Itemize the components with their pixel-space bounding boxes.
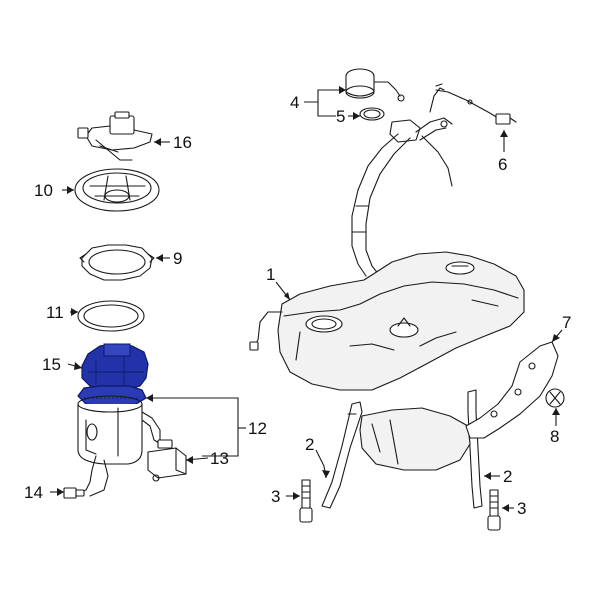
callout-16: 16: [173, 133, 192, 152]
callout-2-right: 2: [503, 467, 512, 486]
callout-7: 7: [562, 313, 571, 332]
part-5-seal[interactable]: [359, 107, 385, 121]
part-4-filler-cap[interactable]: [345, 68, 405, 102]
part-14-harness[interactable]: [63, 455, 109, 499]
callout-3-left: 3: [271, 487, 280, 506]
part-16-harness[interactable]: [77, 111, 153, 161]
callout-12: 12: [248, 419, 267, 438]
callout-lines: [50, 86, 563, 512]
part-6-vent-line[interactable]: [435, 83, 517, 125]
part-3-bolt-left[interactable]: [299, 479, 313, 523]
callout-6: 6: [498, 155, 507, 174]
callout-3-right: 3: [517, 499, 526, 518]
part-2-strap-left[interactable]: [321, 401, 363, 509]
callout-8: 8: [550, 427, 559, 446]
filler-neck-assembly[interactable]: [351, 87, 453, 277]
part-11-seal[interactable]: [77, 300, 145, 332]
callout-4: 4: [290, 93, 299, 112]
part-15-pump-cap-highlighted[interactable]: [77, 343, 149, 407]
callout-2-left: 2: [305, 435, 314, 454]
callout-9: 9: [173, 249, 182, 268]
part-3-bolt-right[interactable]: [487, 489, 501, 531]
part-8-grommet[interactable]: [545, 388, 565, 408]
callout-10: 10: [34, 181, 53, 200]
callout-13: 13: [210, 449, 229, 468]
part-9-lock-ring[interactable]: [79, 244, 155, 281]
part-12-pump-module[interactable]: [77, 395, 173, 465]
callout-14: 14: [24, 483, 43, 502]
part-1-fuel-tank[interactable]: [249, 251, 525, 391]
callout-labels: 1 2 2 3 3 4 5 6 7 8 9 10 11 12 13 14 15 …: [24, 93, 571, 518]
callout-11: 11: [46, 303, 64, 322]
callout-1: 1: [266, 265, 275, 284]
part-13-bracket[interactable]: [147, 447, 187, 482]
heat-shield[interactable]: [359, 407, 471, 471]
part-10-flange[interactable]: [74, 168, 160, 212]
callout-5: 5: [336, 107, 345, 126]
callout-15: 15: [42, 355, 61, 374]
part-2-strap-right[interactable]: [467, 389, 483, 509]
part-7-bracket[interactable]: [465, 341, 559, 439]
